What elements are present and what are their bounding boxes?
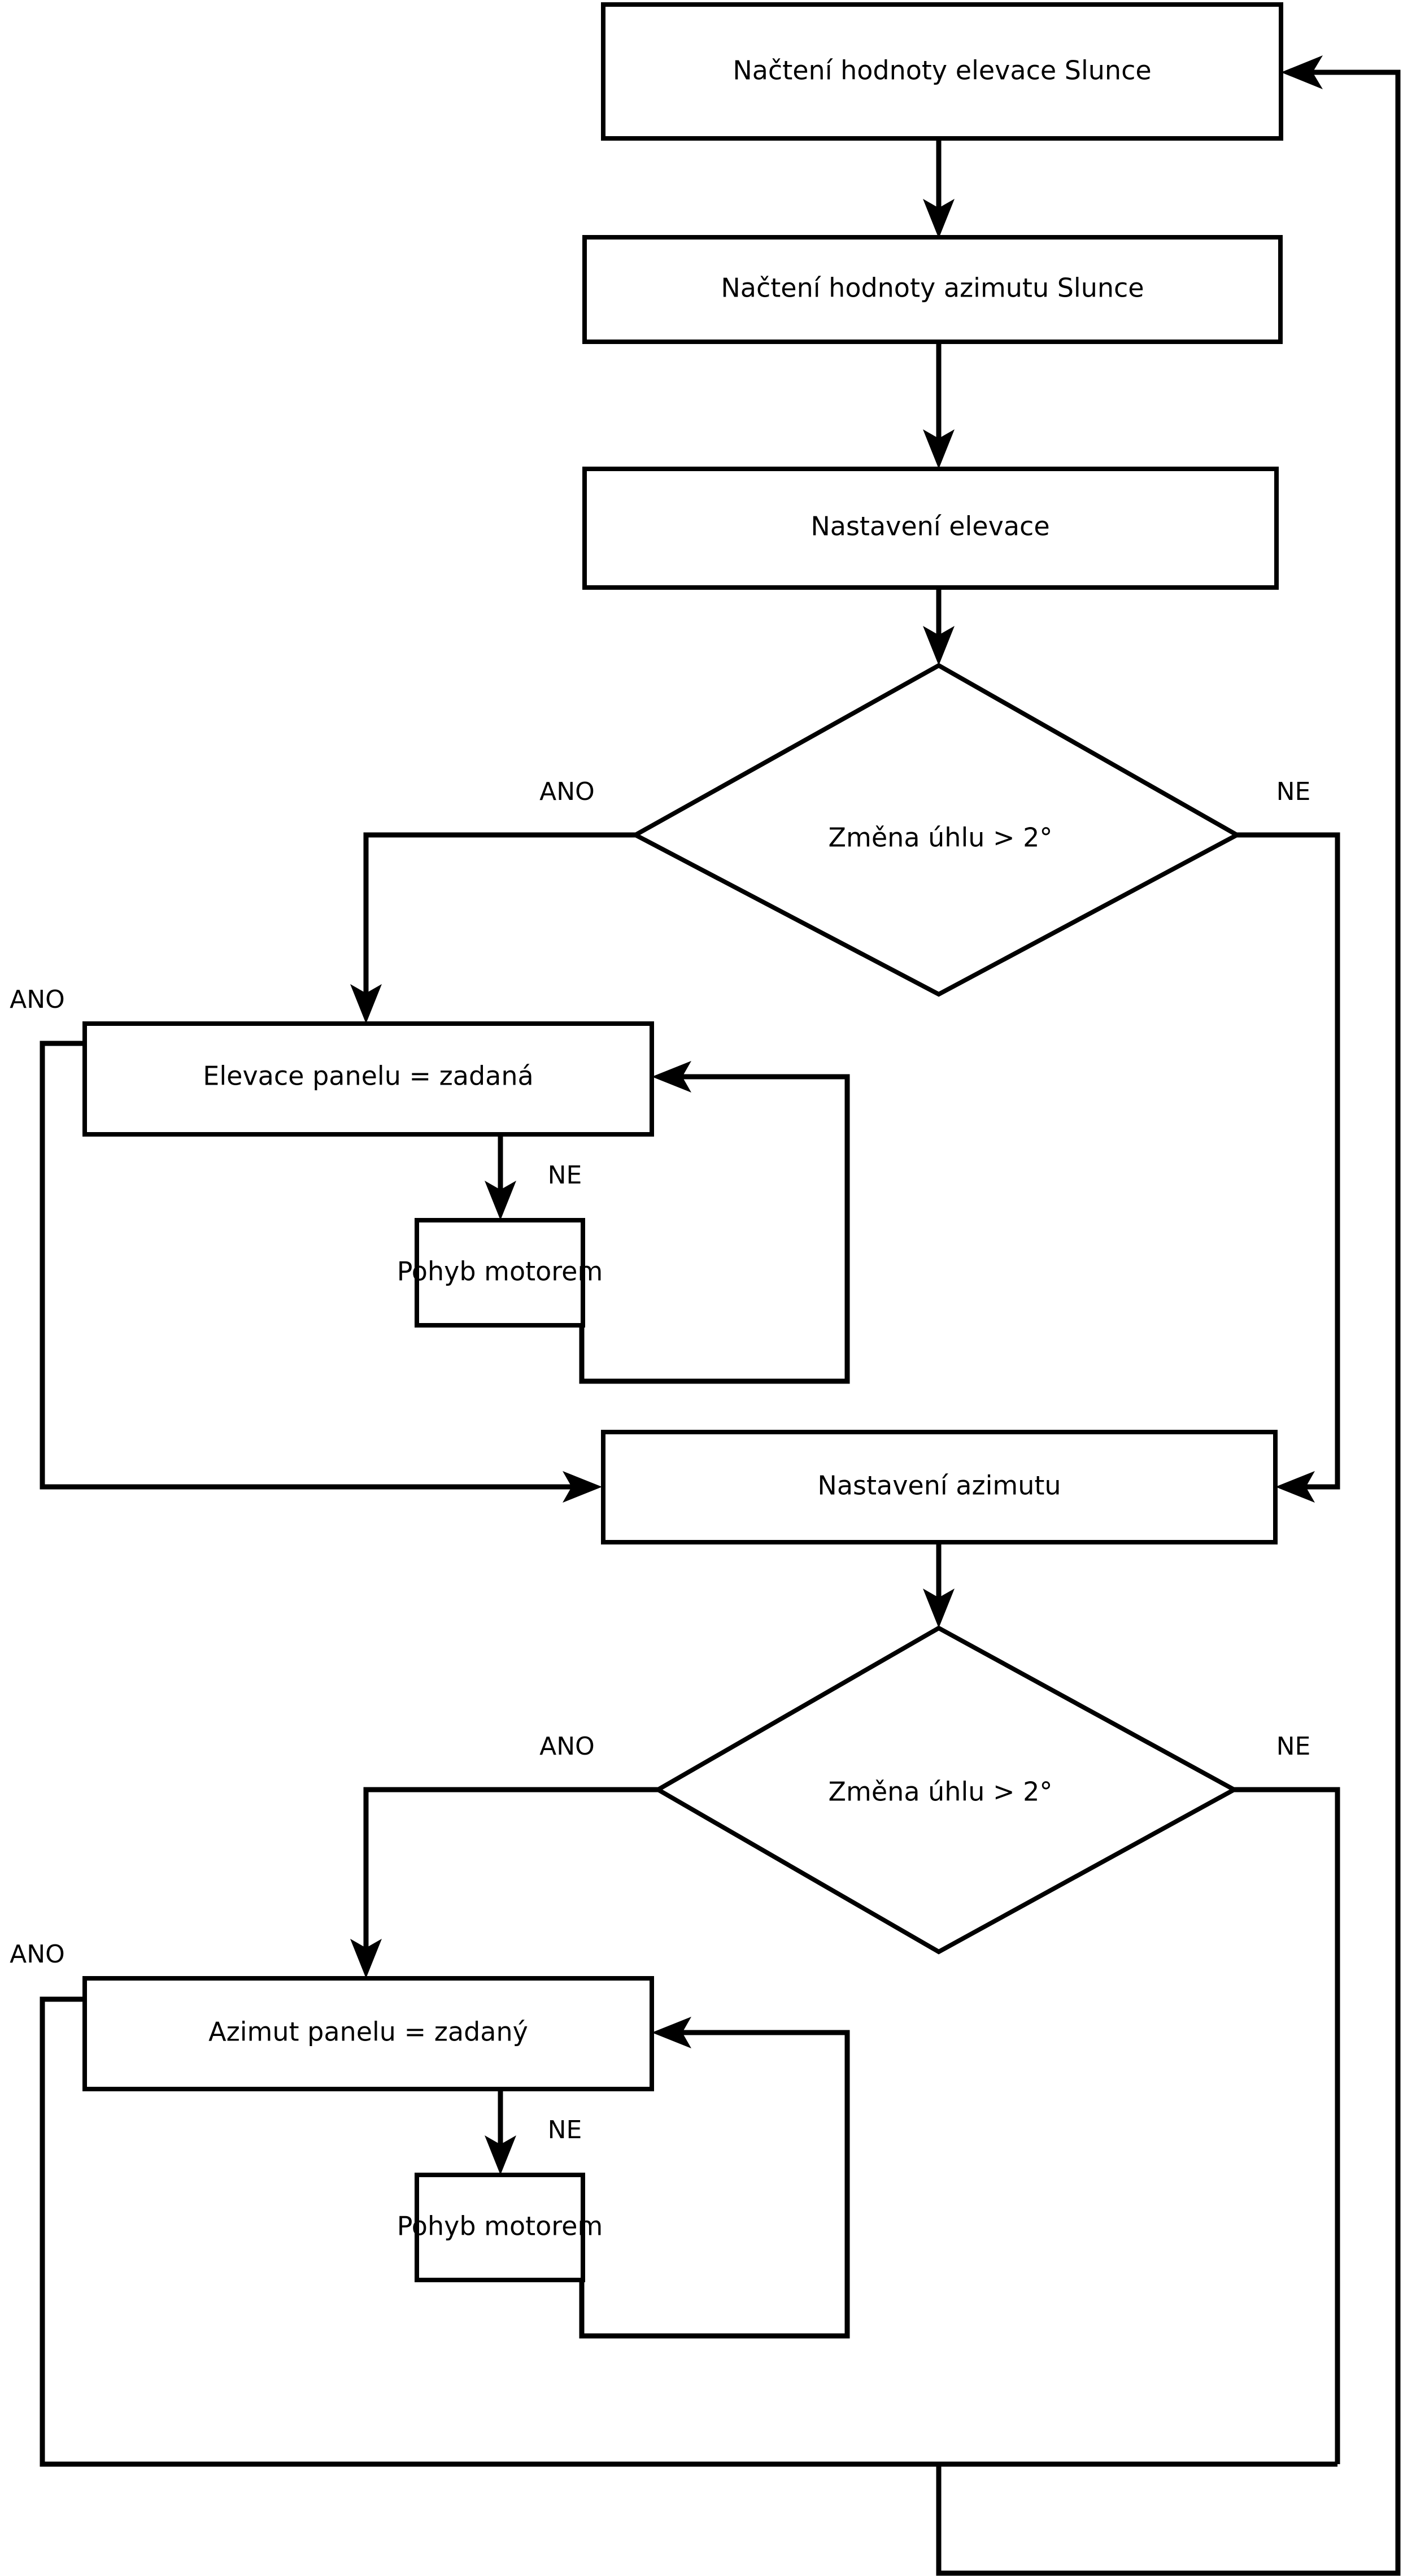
edge-label-d2-ano: ANO xyxy=(539,1732,595,1761)
node-label: Azimut panelu = zadaný xyxy=(208,2017,528,2047)
edge-label-d2-ne: NE xyxy=(1276,1732,1311,1761)
node-pohyb-motorem-azimut[interactable]: Pohyb motorem xyxy=(397,2173,603,2282)
edge-label-d1-ano: ANO xyxy=(539,777,595,806)
node-label: Změna úhlu > 2° xyxy=(829,1777,1053,1807)
node-label: Pohyb motorem xyxy=(397,1256,603,1287)
edge-d2-no-to-n1 xyxy=(1234,1787,1340,2464)
node-nacteni-azimutu[interactable]: Načtení hodnoty azimutu Slunce xyxy=(582,235,1283,344)
node-label: Nastavení elevace xyxy=(811,511,1049,542)
edge-n7-yes-to-n1 xyxy=(40,1996,1337,2467)
edge-n2-to-n3 xyxy=(923,342,955,469)
edge-label-n4-ano: ANO xyxy=(10,985,65,1014)
edge-n3-to-d1 xyxy=(923,588,955,665)
edge-label-d1-ne: NE xyxy=(1276,777,1311,806)
node-azimut-panelu[interactable]: Azimut panelu = zadaný xyxy=(82,1976,654,2091)
node-label: Načtení hodnoty elevace Slunce xyxy=(733,55,1151,86)
node-label: Změna úhlu > 2° xyxy=(829,823,1053,853)
node-elevace-panelu[interactable]: Elevace panelu = zadaná xyxy=(82,1021,654,1137)
node-nacteni-elevace[interactable]: Načtení hodnoty elevace Slunce xyxy=(601,2,1283,141)
node-label: Pohyb motorem xyxy=(397,2211,603,2242)
node-label: Nastavení azimutu xyxy=(817,1470,1061,1501)
node-nastaveni-azimutu[interactable]: Nastavení azimutu xyxy=(601,1430,1278,1544)
node-nastaveni-elevace[interactable]: Nastavení elevace xyxy=(582,467,1279,590)
node-decision-elevace[interactable]: Změna úhlu > 2° xyxy=(630,663,1242,997)
edge-n1-to-n2 xyxy=(923,138,955,238)
edge-d2-yes-to-n7 xyxy=(350,1787,658,1978)
edge-label-n7-ne: NE xyxy=(548,2116,582,2144)
edge-n7-no-to-n8 xyxy=(485,2090,516,2175)
edge-return-to-start xyxy=(936,55,1401,2576)
edge-d1-no-to-n6 xyxy=(1237,832,1340,1503)
edge-label-n7-ano: ANO xyxy=(10,1940,65,1969)
node-decision-azimut[interactable]: Změna úhlu > 2° xyxy=(653,1625,1239,1955)
edge-n6-to-d2 xyxy=(923,1542,955,1628)
edge-label-n4-ne: NE xyxy=(548,1161,582,1190)
node-label: Elevace panelu = zadaná xyxy=(203,1061,533,1091)
edge-n4-yes-to-n6 xyxy=(40,1041,602,1503)
edge-d1-yes-to-n4 xyxy=(350,832,635,1024)
edge-n4-no-to-n5 xyxy=(485,1134,516,1220)
edge-n5-to-n4-loop xyxy=(579,1061,850,1384)
node-label: Načtení hodnoty azimutu Slunce xyxy=(721,273,1144,303)
edge-n8-to-n7-loop xyxy=(579,2017,850,2339)
node-pohyb-motorem-elevace[interactable]: Pohyb motorem xyxy=(397,1218,603,1328)
